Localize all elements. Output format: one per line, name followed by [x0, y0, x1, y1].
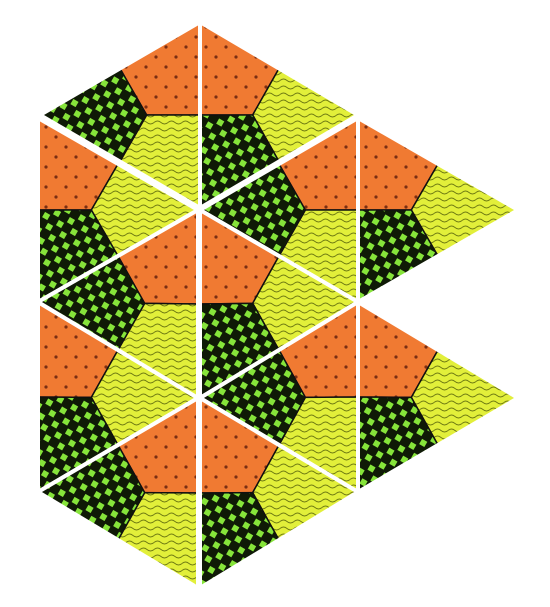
triangle-tile-4 [356, 114, 523, 306]
tile-gap-outline [36, 18, 202, 212]
triangle-tile-1 [198, 18, 362, 212]
tile-gap-outline [356, 114, 523, 306]
triangle-tile-11 [198, 394, 362, 592]
triangle-tile-9 [356, 298, 522, 496]
tiles-layer [34, 18, 523, 592]
triangle-tile-12 [36, 18, 202, 212]
triangle-tile-7 [198, 206, 362, 402]
tile-gap-outline [198, 394, 362, 592]
tile-gap-outline [356, 298, 522, 496]
triangle-tile-10 [34, 394, 200, 592]
triangle-tile-3 [196, 114, 360, 306]
triangle-tile-6 [34, 206, 200, 402]
